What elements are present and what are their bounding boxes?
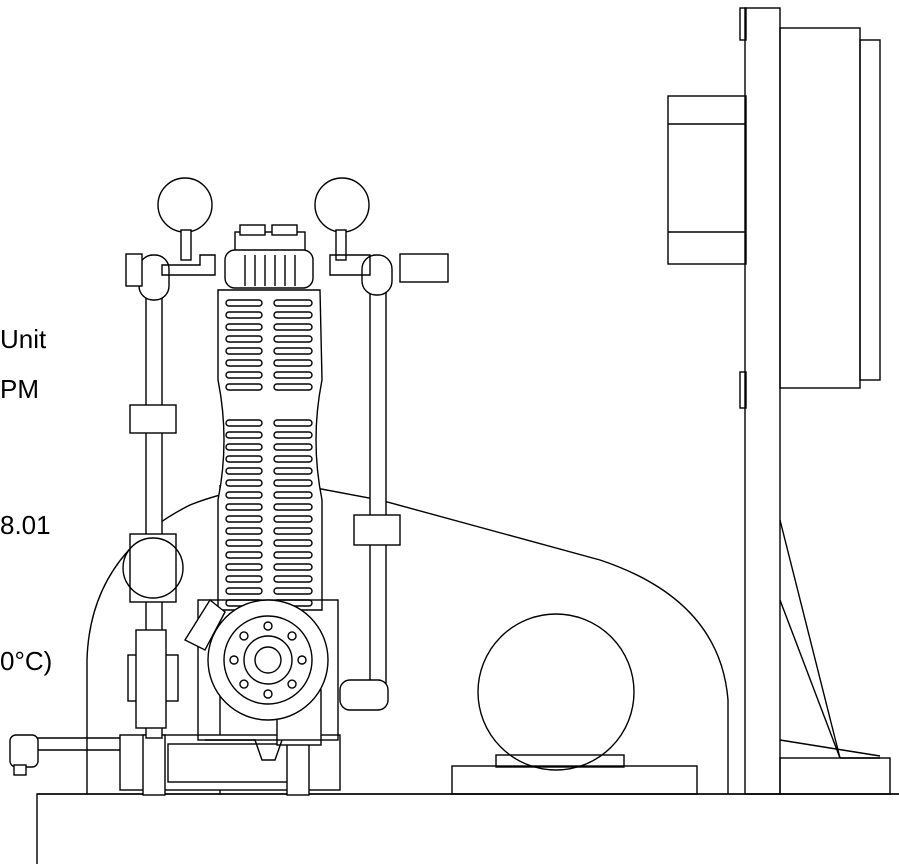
hub-bolt	[239, 679, 249, 689]
base-platform	[36, 793, 899, 864]
cooling-fin	[273, 443, 313, 451]
cooling-fin	[273, 455, 313, 463]
hub-bolt	[229, 655, 239, 665]
cooling-fin	[273, 539, 313, 547]
cooling-fin	[273, 347, 313, 355]
cooling-fin	[225, 479, 263, 487]
label-unit: Unit	[0, 324, 47, 354]
cooling-fin	[273, 323, 313, 331]
cooling-fin	[225, 563, 263, 571]
cooling-fin	[273, 563, 313, 571]
cooling-fin	[273, 467, 313, 475]
left-pipe	[122, 253, 184, 739]
cooling-fin	[273, 575, 313, 583]
cooling-fin	[273, 359, 313, 367]
cooling-fin	[225, 323, 263, 331]
cooling-fin	[225, 359, 263, 367]
hub-bolt	[287, 679, 297, 689]
finned-cylinder	[217, 289, 323, 611]
cooling-fin	[225, 335, 263, 343]
cooling-fin	[273, 371, 313, 379]
cooling-fin	[225, 587, 263, 595]
cooling-fin	[225, 431, 263, 439]
cooling-fin	[225, 443, 263, 451]
cooling-fin	[225, 503, 263, 511]
gauge-manifold	[161, 254, 371, 276]
label-version: 8.01	[0, 510, 51, 540]
cooling-fin	[225, 347, 263, 355]
cooling-fin	[273, 311, 313, 319]
cooling-fin	[273, 383, 313, 391]
hub-bolt	[287, 631, 297, 641]
support-frame	[667, 7, 891, 795]
cooling-fin	[225, 527, 263, 535]
cooling-fin	[225, 311, 263, 319]
cylinder-head	[224, 224, 314, 289]
cooling-fin	[273, 587, 313, 595]
cooling-fin	[273, 491, 313, 499]
label-pm: PM	[0, 374, 39, 404]
cooling-fin	[273, 551, 313, 559]
gauge-right	[314, 177, 370, 261]
cooling-fin	[225, 575, 263, 583]
cooling-fin	[225, 467, 263, 475]
hub-bolt	[239, 631, 249, 641]
cooling-fin	[273, 419, 313, 427]
cooling-fin	[273, 515, 313, 523]
cooling-fin	[225, 539, 263, 547]
hub-bolt	[297, 655, 307, 665]
hub-bolt	[263, 689, 273, 699]
cooling-fin	[225, 419, 263, 427]
cooling-fin	[273, 335, 313, 343]
cooling-fin	[225, 371, 263, 379]
gauge-left	[157, 177, 213, 261]
label-temperature: 0°C)	[0, 646, 53, 676]
cooling-fin	[273, 479, 313, 487]
cooling-fin	[225, 491, 263, 499]
cooling-fin	[273, 431, 313, 439]
cooling-fin	[273, 527, 313, 535]
cooling-fin	[273, 299, 313, 307]
cooling-fin	[225, 299, 263, 307]
hub-bolt	[263, 621, 273, 631]
cooling-fin	[225, 383, 263, 391]
drive-motor	[451, 613, 698, 795]
cooling-fin	[273, 503, 313, 511]
cooling-fin	[225, 515, 263, 523]
cooling-fin	[225, 455, 263, 463]
crank-hub	[183, 598, 339, 761]
cooling-fin	[225, 551, 263, 559]
